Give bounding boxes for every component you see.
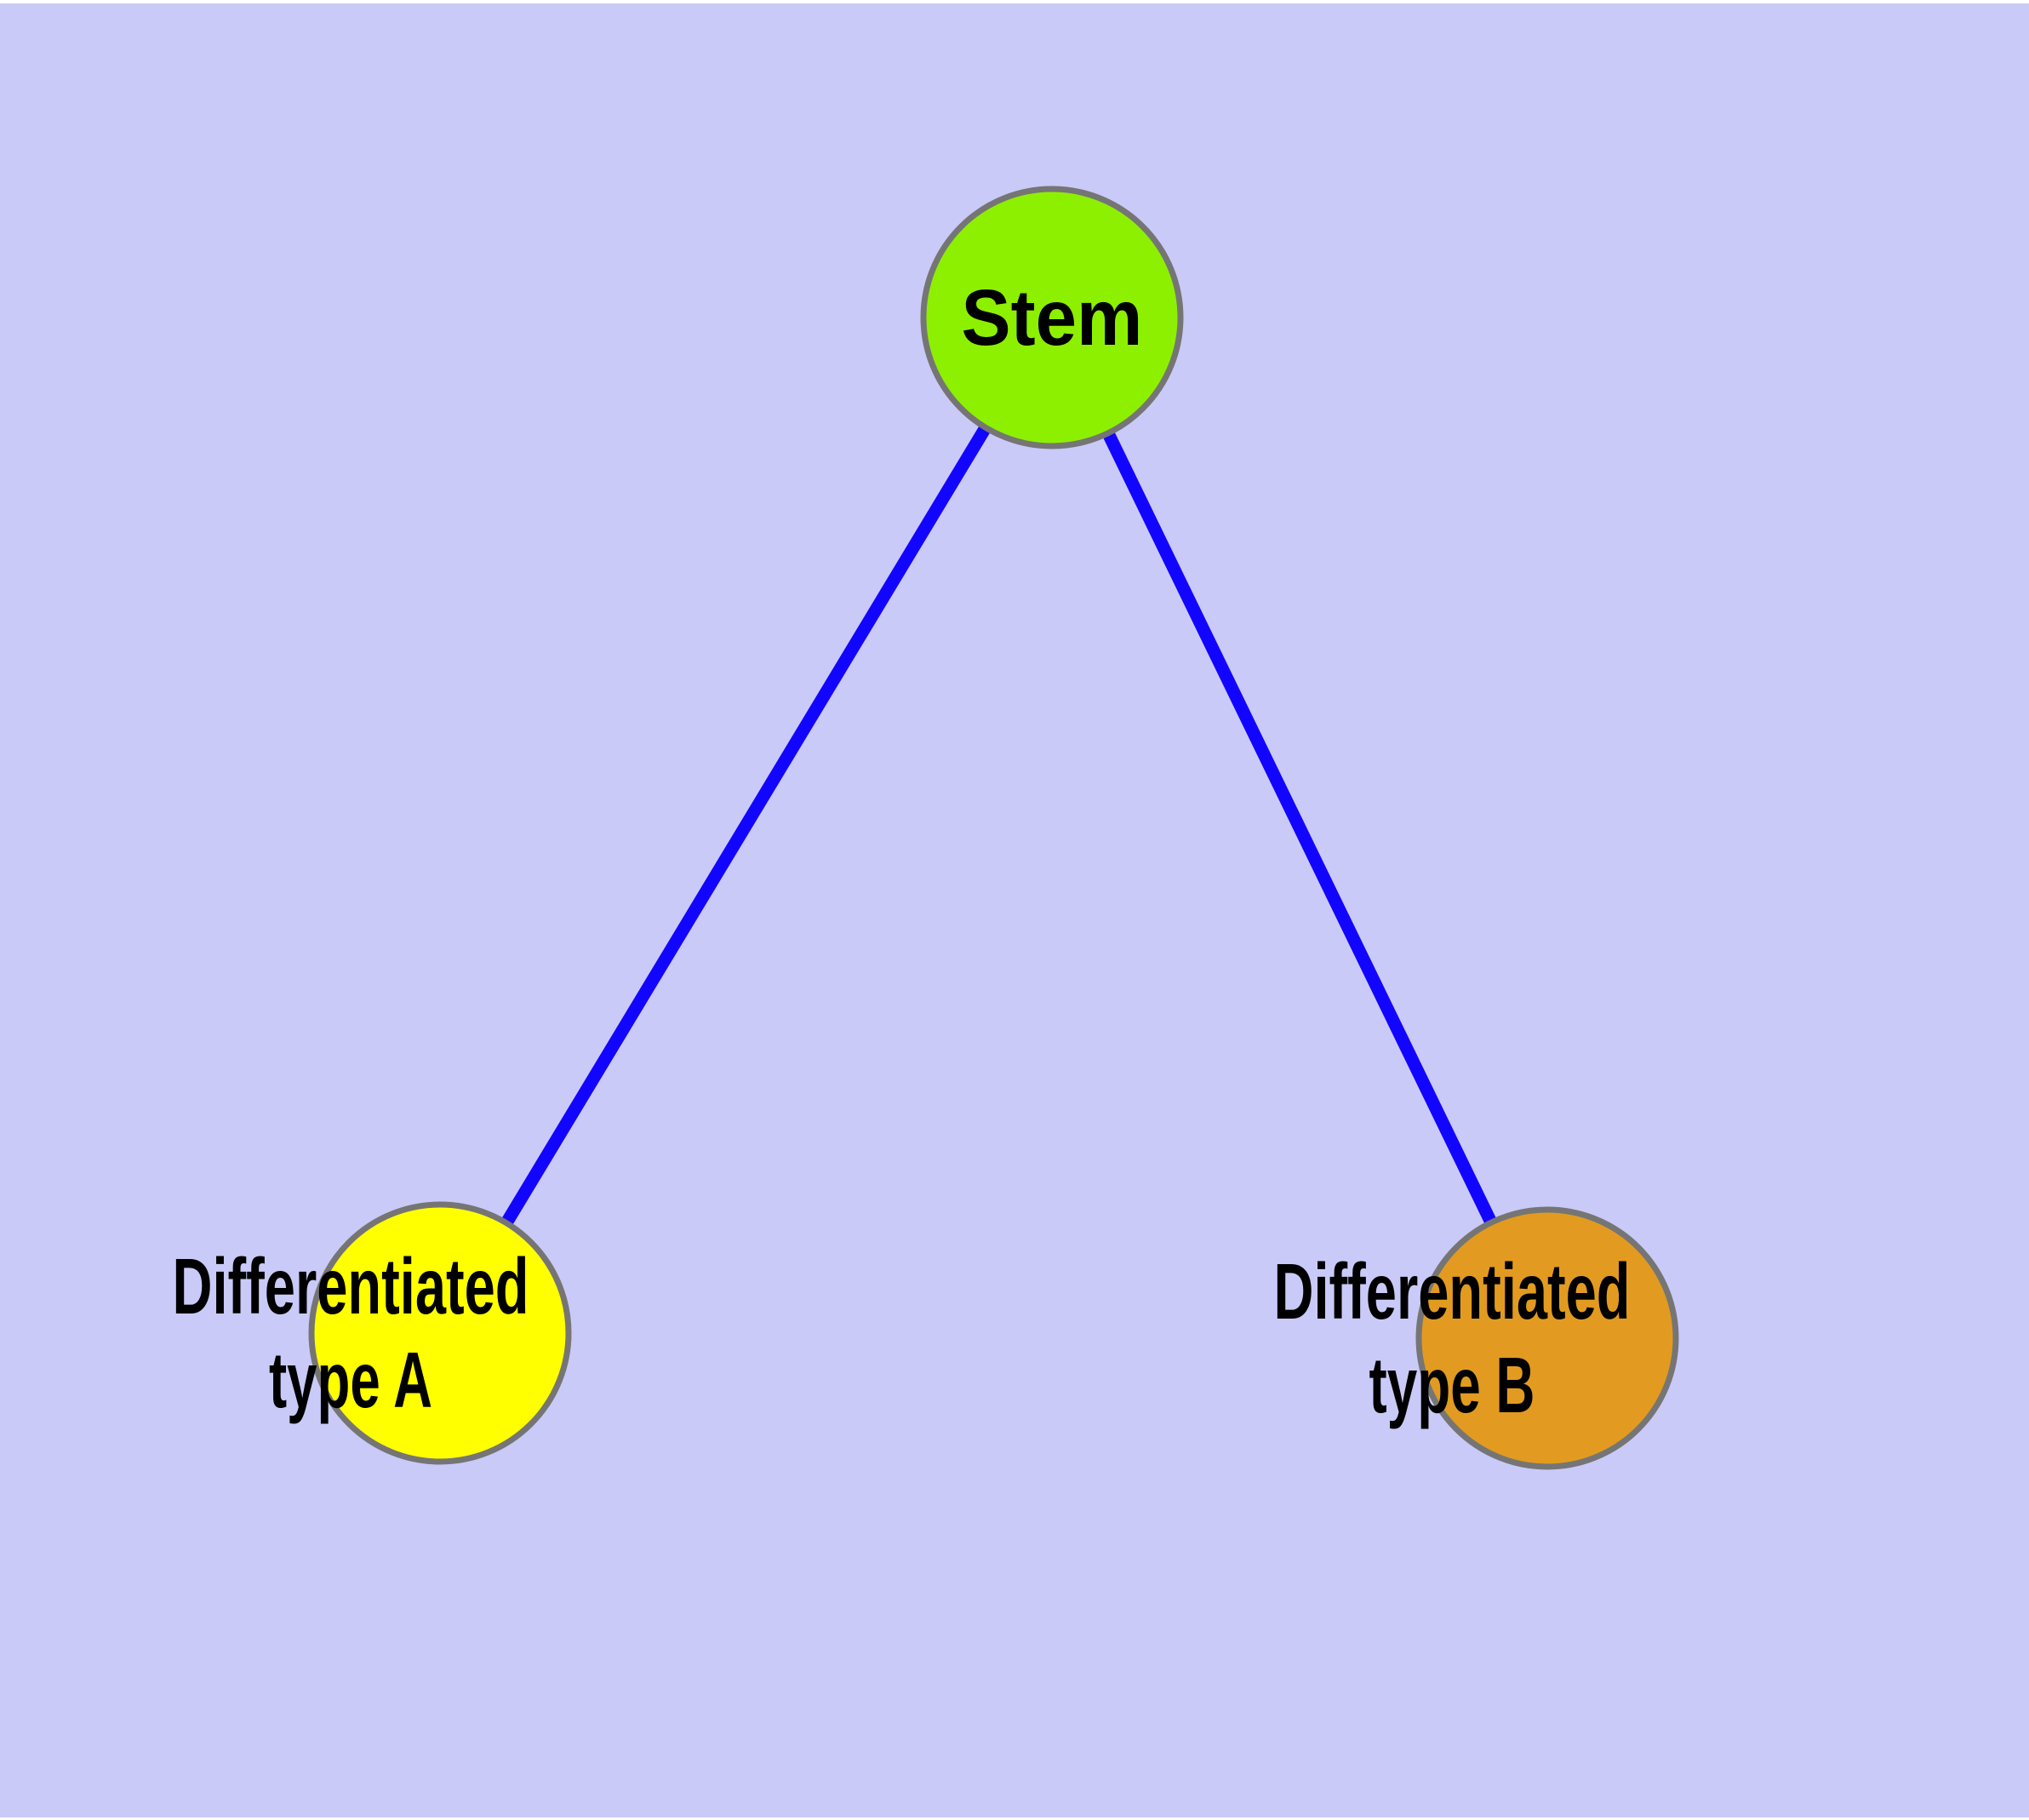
differentiated-type-b-circle: [1415, 1206, 1679, 1470]
differentiated-type-b-label-line-2: type B: [1369, 1341, 1535, 1429]
differentiated-type-b-label-line-1: Differentiated: [1274, 1247, 1631, 1336]
stem-label-line-1: Stem: [962, 273, 1143, 362]
differentiated-type-a-label-line-1: Differentiated: [173, 1242, 529, 1331]
edge-stem-to-differentiated-type-b: [1046, 314, 1553, 1342]
node-stem: Stem: [920, 186, 1184, 449]
stem-circle: [920, 186, 1184, 449]
edge-layer: [434, 314, 1553, 1342]
edge-stem-to-differentiated-type-a: [434, 314, 1058, 1336]
differentiated-type-a-label-line-2: type A: [269, 1336, 432, 1424]
differentiated-type-a-circle: [308, 1201, 572, 1465]
